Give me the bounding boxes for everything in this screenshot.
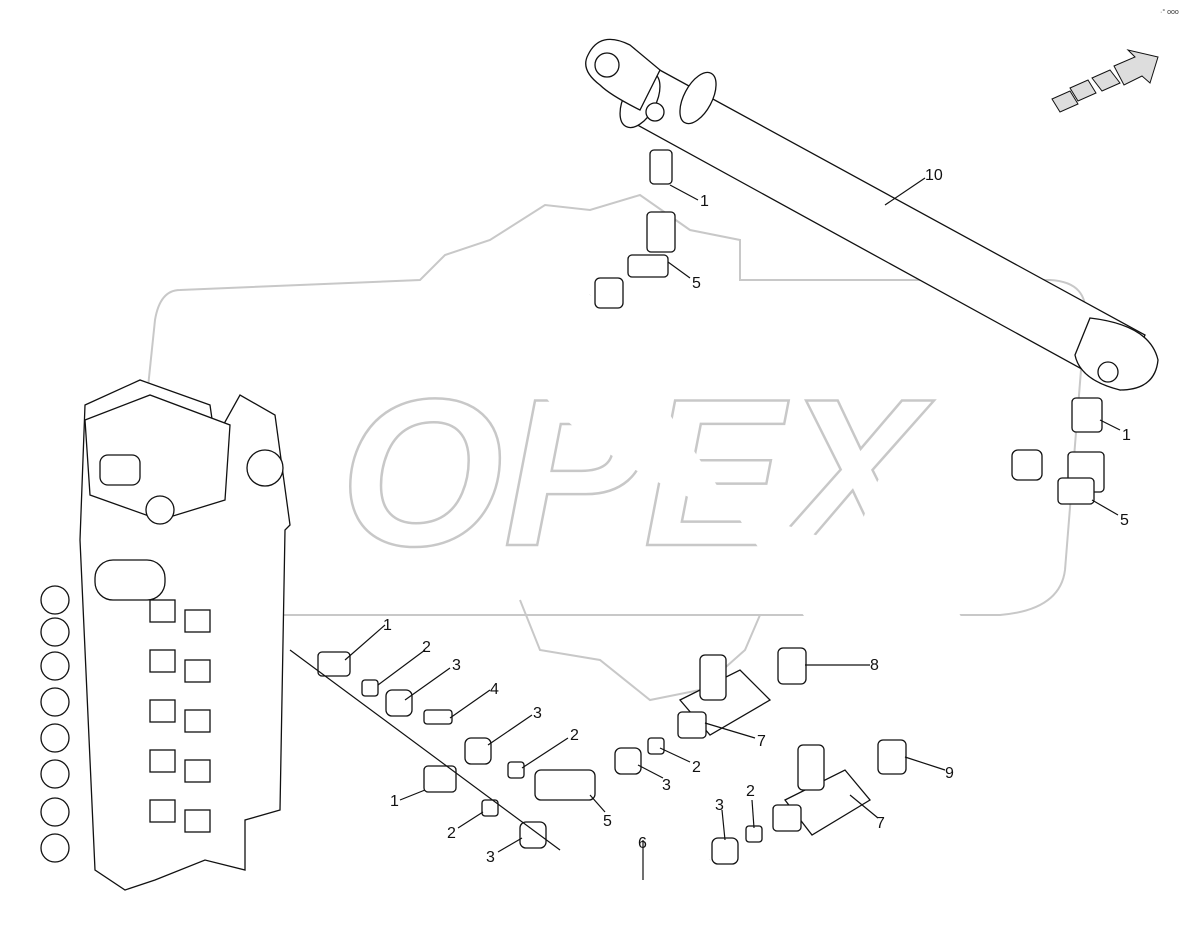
direction-arrow-icon: [1051, 49, 1159, 113]
callout-3-c: 3: [662, 777, 671, 794]
callout-10: 10: [925, 167, 943, 184]
hoses: [530, 290, 1024, 899]
callout-5-top: 5: [692, 275, 701, 292]
callout-4: 4: [490, 681, 499, 698]
callout-5-right: 5: [1120, 512, 1129, 529]
leader-lines: [289, 177, 1121, 880]
callout-1-right: 1: [1122, 427, 1131, 444]
callout-5-lower: 5: [603, 813, 612, 830]
flow-control-valves: [677, 654, 871, 836]
corner-code: ·° ooo: [1160, 8, 1179, 16]
callout-6: 6: [638, 835, 647, 852]
callout-2-d: 2: [746, 783, 755, 800]
callout-3-d: 3: [715, 797, 724, 814]
callout-3-a: 3: [452, 657, 461, 674]
control-valve-block: [40, 379, 291, 891]
callout-2-a: 2: [422, 639, 431, 656]
fittings: [317, 149, 1105, 865]
callout-2-b: 2: [570, 727, 579, 744]
callout-7-upper: 7: [757, 733, 766, 750]
callout-9: 9: [945, 765, 954, 782]
callout-labels: 1 1 5 5 10 1 1 2 3 4 3 2 5 3 2 6 3 2 7 8…: [383, 167, 1131, 866]
callout-2-e: 2: [447, 825, 456, 842]
callout-7-lower: 7: [876, 815, 885, 832]
hydraulic-cylinder: [585, 38, 1159, 391]
callout-3-e: 3: [486, 849, 495, 866]
callout-1-valve-upper: 1: [383, 617, 392, 634]
callout-1-top: 1: [700, 193, 709, 210]
callout-2-c: 2: [692, 759, 701, 776]
callout-8: 8: [870, 657, 879, 674]
callout-1-valve-lower: 1: [390, 793, 399, 810]
callout-3-b: 3: [533, 705, 542, 722]
